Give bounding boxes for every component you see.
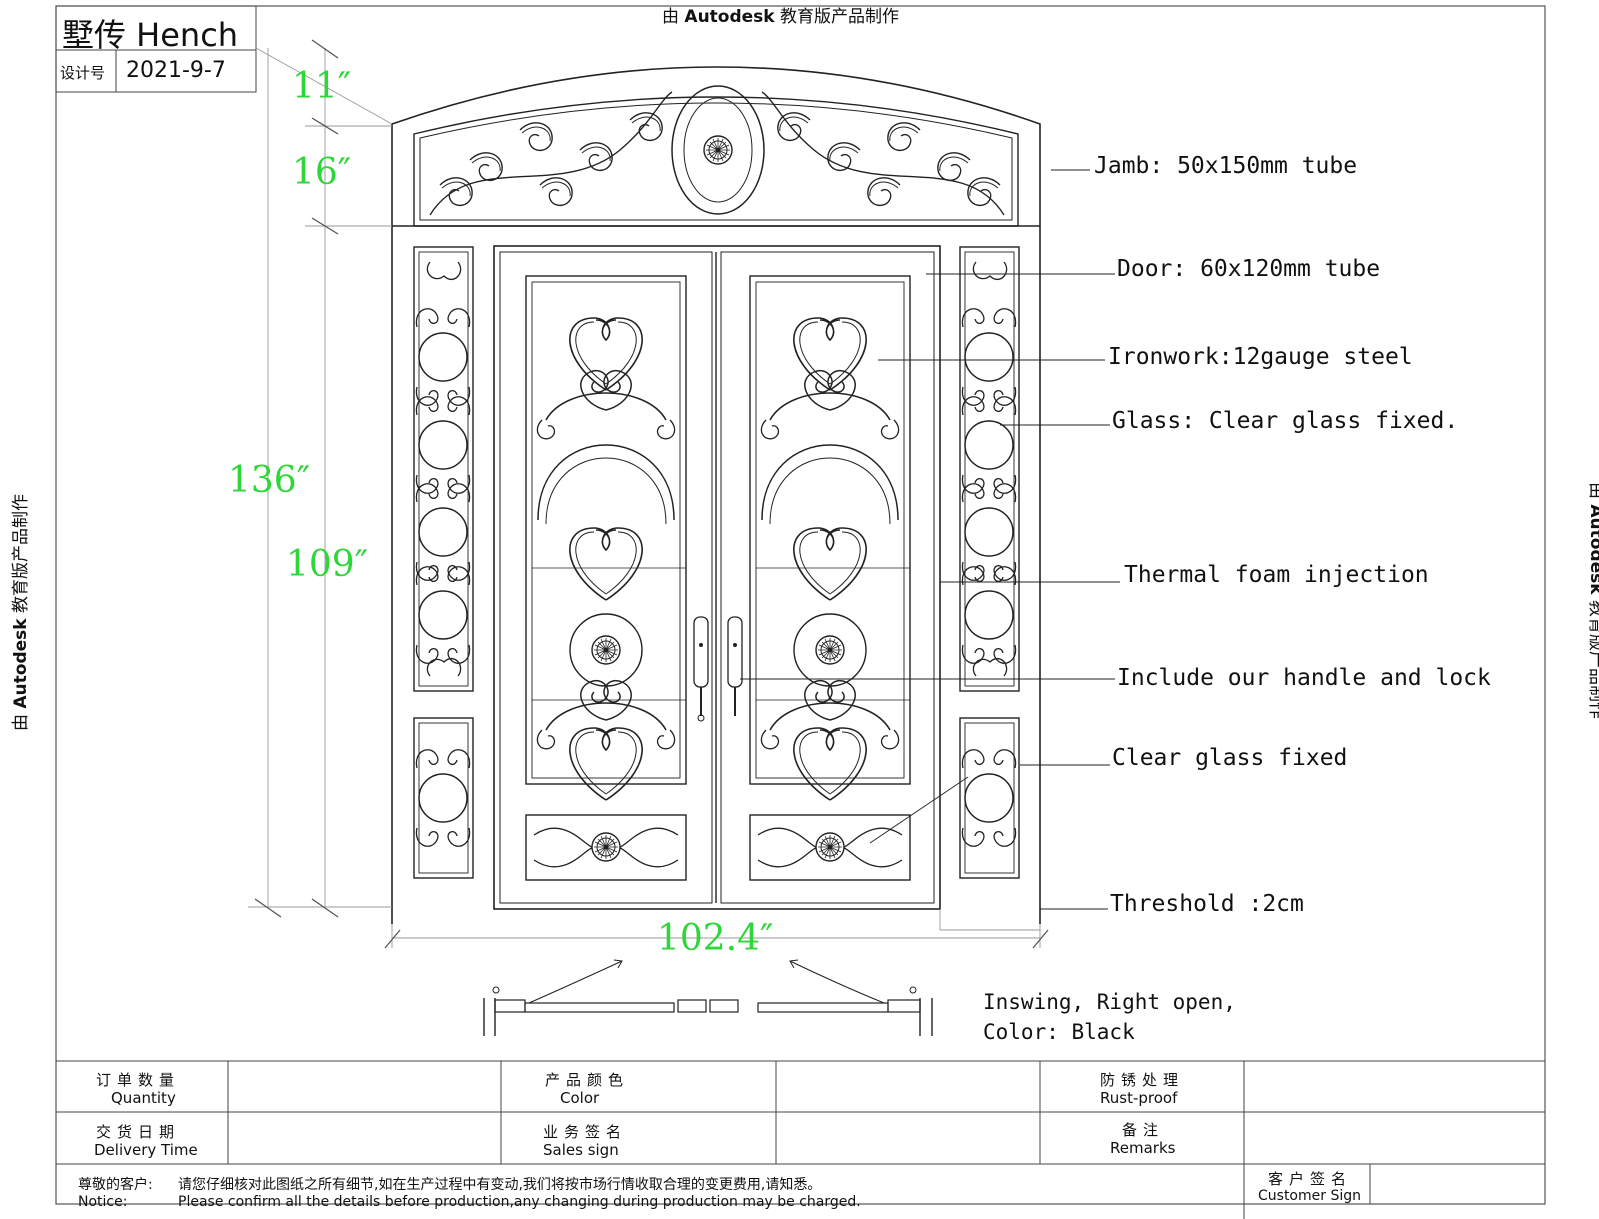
callout-jamb: Jamb: 50x150mm tube [1094,153,1358,179]
watermark-prefix: 由 [662,7,679,27]
watermark-brand: Autodesk [1586,504,1599,595]
left-door-ironwork [532,317,686,801]
remarks-value[interactable] [1246,1115,1542,1161]
outer-frame [391,66,1041,924]
sheet-border [55,5,1546,1205]
right-sidelite-ironwork [961,261,1017,677]
callout-ironwork: Ironwork:12gauge steel [1108,344,1413,370]
notice-en-text: Please confirm all the details before pr… [178,1194,861,1210]
right-sidelite [959,246,1020,692]
right-lower-sidelite [959,717,1020,879]
watermark-prefix: 由 [11,714,32,732]
customer-sign-label-en: Customer Sign [1258,1188,1361,1204]
quantity-value[interactable] [230,1063,498,1109]
color-label-en: Color [560,1089,600,1107]
callout-door: Door: 60x120mm tube [1117,256,1381,282]
brand-title: 墅传 Hench [62,16,239,54]
watermark-suffix: 教育版产品制作 [1586,600,1599,720]
callout-handle: Include our handle and lock [1117,665,1491,691]
quantity-label-en: Quantity [111,1089,176,1107]
watermark-brand: Autodesk [684,7,775,27]
left-glass-panel [525,275,687,785]
note-color: Color: Black [983,1020,1135,1044]
delivery-label-cn: 交货日期 [96,1123,181,1141]
quantity-label-cn: 订单数量 [96,1071,181,1089]
rustproof-value[interactable] [1246,1063,1542,1109]
color-value[interactable] [778,1063,1036,1109]
right-kick-panel [749,814,911,881]
design-number-label: 设计号 [60,64,106,82]
transom-frame [413,96,1019,227]
right-glass-panel [749,275,911,785]
watermark-prefix: 由 [1586,482,1599,499]
notice-cn-text: 请您仔细核对此图纸之所有细节,如在生产过程中有变动,我们将按市场行情收取合理的变… [178,1177,822,1193]
dim-door-height: 109″ [286,544,369,585]
design-number: 2021-9-7 [126,58,226,83]
remarks-label-cn: 备注 [1122,1121,1165,1139]
callout-threshold: Threshold :2cm [1110,891,1304,917]
swing-plan [483,959,933,1036]
watermark-suffix: 教育版产品制作 [11,493,32,613]
door-frame [493,245,941,910]
left-sidelite-ironwork [415,261,471,677]
delivery-label-en: Delivery Time [94,1141,198,1159]
watermark-right: 由 Autodesk 教育版产品制作 [1586,482,1599,719]
watermark-left: 由 Autodesk 教育版产品制作 [6,494,31,731]
callout-clear-glass: Clear glass fixed [1112,745,1348,771]
left-door-leaf [499,251,713,904]
right-door-leaf [720,251,935,904]
remarks-label-en: Remarks [1110,1139,1176,1157]
delivery-value[interactable] [230,1115,498,1161]
callout-thermal: Thermal foam injection [1124,562,1429,588]
notice-en-label: Notice: [78,1194,128,1210]
callout-glass: Glass: Clear glass fixed. [1112,408,1459,434]
left-sidelite [413,246,474,692]
sales-sign-label-cn: 业务签名 [543,1123,628,1141]
rustproof-label-en: Rust-proof [1100,1089,1178,1107]
color-label-cn: 产品颜色 [545,1071,630,1089]
sales-sign-label-en: Sales sign [543,1141,619,1159]
customer-sign-label-cn: 客户签名 [1268,1170,1353,1188]
left-kick-panel [525,814,687,881]
notice-cn-label: 尊敬的客户: [78,1177,153,1193]
left-lower-sidelite [413,717,474,879]
sales-sign-value[interactable] [778,1115,1036,1161]
handle-lock [693,616,743,722]
watermark-brand: Autodesk [11,618,32,709]
note-swing: Inswing, Right open, [983,990,1236,1014]
dim-top-arch: 11″ [292,66,352,107]
right-door-ironwork [756,317,910,801]
customer-sign-value[interactable] [1372,1166,1542,1202]
leader-lines [740,169,1120,910]
dim-transom: 16″ [292,152,352,193]
watermark-top: 由 Autodesk 教育版产品制作 [662,2,899,27]
watermark-suffix: 教育版产品制作 [780,7,900,27]
dim-total-width: 102.4″ [657,918,774,959]
transom-ironwork [429,85,1005,216]
dim-total-height: 136″ [228,460,311,501]
rustproof-label-cn: 防锈处理 [1100,1071,1185,1089]
